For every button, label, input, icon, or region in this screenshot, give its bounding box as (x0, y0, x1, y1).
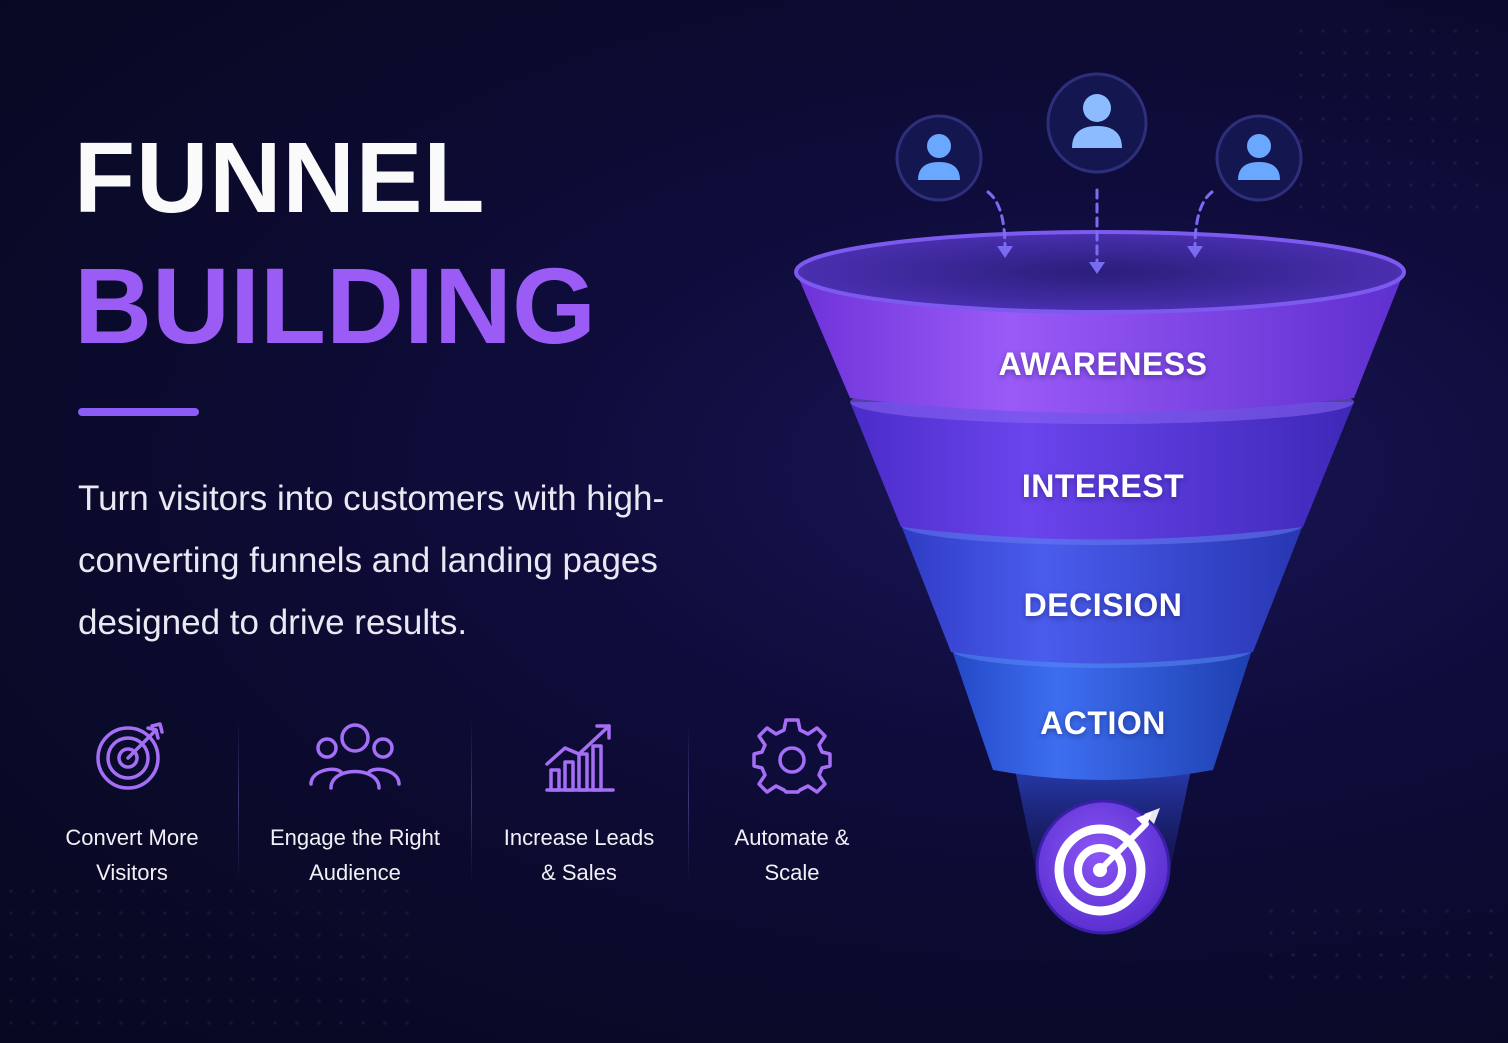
feature-engage-line1: Engage the Right (269, 825, 441, 850)
feature-separator (471, 720, 472, 882)
feature-convert-line2: Visitors (96, 860, 168, 885)
feature-engage: Engage the Right Audience (245, 718, 465, 890)
gear-icon (752, 718, 832, 794)
funnel-stage-interest: INTEREST (1021, 468, 1185, 504)
headline-line2: BUILDING (74, 245, 596, 366)
feature-automate: Automate & Scale (682, 718, 902, 890)
feature-convert-line1: Convert More (65, 825, 199, 850)
feature-automate-line2: Scale (764, 860, 820, 885)
user-icon-left (895, 114, 983, 202)
accent-divider (78, 408, 199, 416)
description: Turn visitors into customers with high-c… (78, 479, 665, 642)
user-icon-center (1046, 72, 1148, 174)
feature-automate-line1: Automate & (734, 825, 850, 850)
funnel-stage-awareness: AWARENESS (998, 346, 1208, 382)
feature-convert: Convert More Visitors (22, 718, 242, 890)
funnel-stage-action: ACTION (1040, 705, 1166, 741)
feature-engage-line2: Audience (309, 860, 401, 885)
feature-increase-line1: Increase Leads (503, 825, 655, 850)
audience-icon (309, 723, 401, 790)
headline-line1: FUNNEL (74, 122, 486, 234)
growth-chart-icon (545, 724, 615, 792)
feature-separator (238, 720, 239, 882)
feature-increase-line2: & Sales (541, 860, 617, 885)
feature-increase: Increase Leads & Sales (469, 718, 689, 890)
target-icon (96, 722, 164, 790)
funnel-stage-decision: DECISION (1023, 587, 1183, 623)
user-icon-right (1215, 114, 1303, 202)
feature-separator (688, 720, 689, 882)
